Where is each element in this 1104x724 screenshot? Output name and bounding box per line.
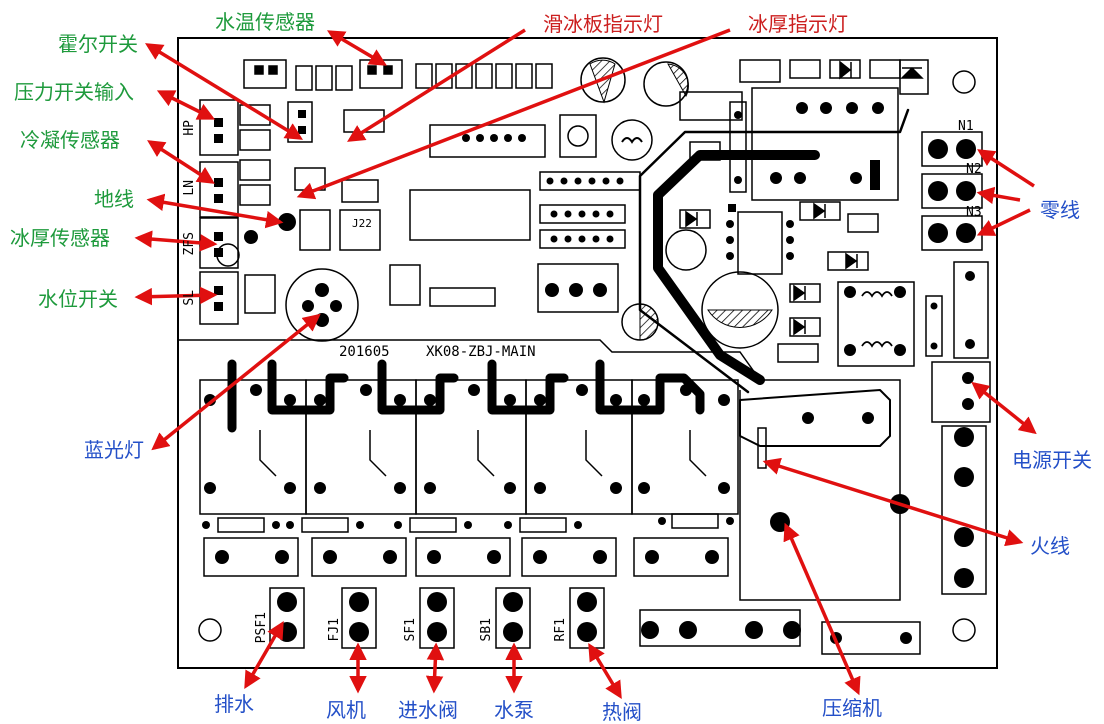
annotation-compressor: 压缩机 [822,696,882,720]
fj1-label: FJ1 [327,618,342,642]
coil-glyph-2 [861,291,893,348]
hp-trace-block [679,91,743,121]
board-model: XK08-ZBJ-MAIN [426,344,536,360]
annotation-neutral-wire: 零线 [1040,198,1080,222]
n2-label: N2 [966,162,982,177]
annotation-ice-slide-light: 滑冰板指示灯 [543,12,663,36]
annotation-ground-wire: 地线 [94,187,134,211]
sb1-label: SB1 [479,618,494,642]
n3-label: N3 [966,205,982,220]
zfs-connector-label: ZFS [182,232,197,256]
hatched-led-2 [667,63,689,98]
annotation-pressure-switch-input: 压力开关输入 [14,80,134,104]
annotation-arrows [134,28,1037,700]
hp-connector-label: HP [182,120,197,136]
annotation-water-temp-sensor: 水温传感器 [215,10,315,34]
annotation-water-pump: 水泵 [494,698,534,722]
relay-pads [202,384,734,642]
annotation-condenser-sensor: 冷凝传感器 [20,128,120,152]
annotation-ice-thick-sensor: 冰厚传感器 [10,226,110,250]
right-pads [641,102,976,644]
annotation-water-level-switch: 水位开关 [38,287,118,311]
annotation-power-switch: 电源开关 [1012,448,1092,472]
hatched-capacitor [707,309,773,328]
board-revision: 201605 [339,344,390,360]
annotation-hot-valve: 热阀 [602,700,642,724]
psf1-label: PSF1 [254,612,269,644]
annotation-hall-switch: 霍尔开关 [58,32,138,56]
annotation-blue-light: 蓝光灯 [84,438,144,462]
sl-connector-label: SL [182,290,197,306]
top-components [199,57,689,342]
heavy-traces [227,108,910,447]
heavy-trace-pads [802,412,874,424]
rf1-label: RF1 [553,618,568,642]
annotation-fan: 风机 [326,698,366,722]
annotation-ice-thick-light: 冰厚指示灯 [748,12,848,36]
diode-glyphs [685,60,924,336]
sf1-label: SF1 [403,618,418,642]
annotation-drain: 排水 [214,692,254,716]
j22-label: J22 [352,217,372,230]
coil-glyph [621,137,643,144]
ln-connector-label: LN [182,180,197,196]
annotation-water-inlet-valve: 进水阀 [398,698,458,722]
annotation-live-wire: 火线 [1030,534,1070,558]
n1-label: N1 [958,119,974,134]
